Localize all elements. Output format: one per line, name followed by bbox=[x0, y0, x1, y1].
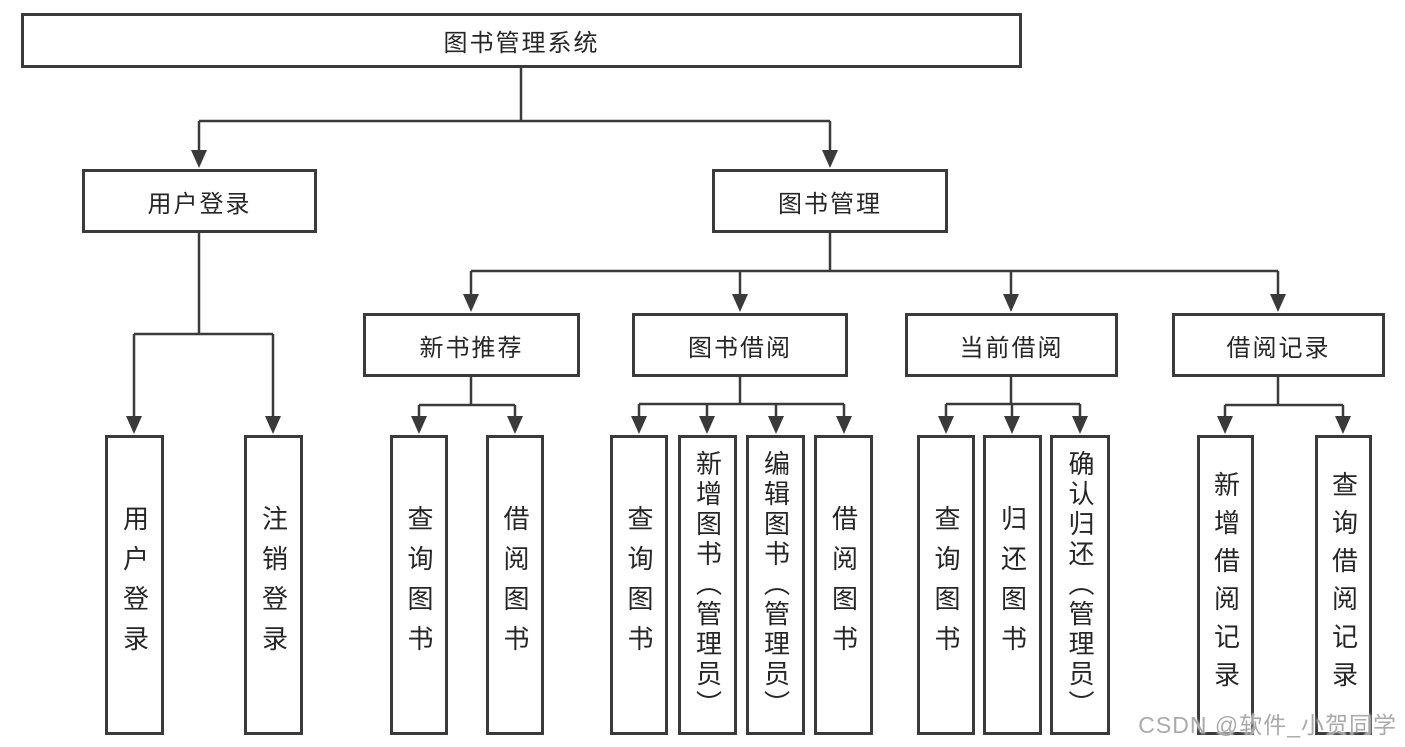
node-new-book-recommendation-label: 新书推荐 bbox=[419, 334, 524, 362]
node-current-borrowing: 当前借阅 bbox=[905, 313, 1118, 377]
node-book-management-system: 图书管理系统 bbox=[21, 13, 1022, 68]
leaf-query-books-recommend: 查询图书 bbox=[390, 435, 448, 735]
connector-paths bbox=[132, 68, 1345, 420]
leaf-borrow-books-recommend: 借阅图书 bbox=[486, 435, 544, 735]
leaf-query-borrow-record: 查询借阅记录 bbox=[1315, 435, 1372, 735]
node-book-borrowing: 图书借阅 bbox=[632, 313, 848, 377]
leaf-edit-books-admin: 编辑图书（管理员） bbox=[746, 435, 805, 735]
arrowheads bbox=[126, 150, 1351, 434]
node-user-login-branch-label: 用户登录 bbox=[147, 190, 252, 218]
node-book-management-system-label: 图书管理系统 bbox=[443, 30, 600, 57]
leaf-add-borrow-record-label: 新增借阅记录 bbox=[1210, 471, 1241, 699]
leaf-add-books-admin: 新增图书（管理员） bbox=[678, 435, 737, 735]
leaf-borrow-books-borrowing-label: 借阅图书 bbox=[828, 505, 859, 665]
leaf-query-books-borrowing: 查询图书 bbox=[610, 435, 668, 735]
node-borrowing-records-label: 借阅记录 bbox=[1226, 334, 1331, 362]
leaf-confirm-return-admin: 确认归还（管理员） bbox=[1050, 435, 1110, 735]
leaf-add-borrow-record: 新增借阅记录 bbox=[1197, 435, 1254, 735]
leaf-query-borrow-record-label: 查询借阅记录 bbox=[1328, 471, 1359, 699]
csdn-watermark: CSDN @软件_小贺同学 bbox=[1138, 712, 1397, 738]
leaf-query-books-current: 查询图书 bbox=[917, 435, 975, 735]
leaf-return-books: 归还图书 bbox=[983, 435, 1042, 735]
node-book-borrowing-label: 图书借阅 bbox=[688, 334, 792, 362]
leaf-user-login-label: 用户登录 bbox=[119, 505, 150, 665]
leaf-query-books-borrowing-label: 查询图书 bbox=[624, 505, 654, 665]
leaf-logout-label: 注销登录 bbox=[258, 505, 289, 665]
leaf-borrow-books-recommend-label: 借阅图书 bbox=[500, 505, 530, 665]
leaf-add-books-admin-label: 新增图书（管理员） bbox=[692, 450, 723, 720]
leaf-return-books-label: 归还图书 bbox=[997, 505, 1028, 665]
node-book-management: 图书管理 bbox=[712, 169, 948, 233]
leaf-borrow-books-borrowing: 借阅图书 bbox=[814, 435, 873, 735]
node-user-login-branch: 用户登录 bbox=[82, 169, 317, 233]
leaf-query-books-recommend-label: 查询图书 bbox=[404, 505, 434, 665]
node-current-borrowing-label: 当前借阅 bbox=[959, 334, 1064, 362]
leaf-user-login: 用户登录 bbox=[105, 435, 164, 735]
leaf-confirm-return-admin-label: 确认归还（管理员） bbox=[1065, 450, 1095, 720]
node-new-book-recommendation: 新书推荐 bbox=[363, 313, 580, 377]
node-book-management-label: 图书管理 bbox=[778, 190, 882, 218]
leaf-query-books-current-label: 查询图书 bbox=[931, 505, 961, 665]
leaf-edit-books-admin-label: 编辑图书（管理员） bbox=[760, 450, 791, 720]
leaf-logout: 注销登录 bbox=[244, 435, 303, 735]
node-borrowing-records: 借阅记录 bbox=[1172, 313, 1385, 377]
